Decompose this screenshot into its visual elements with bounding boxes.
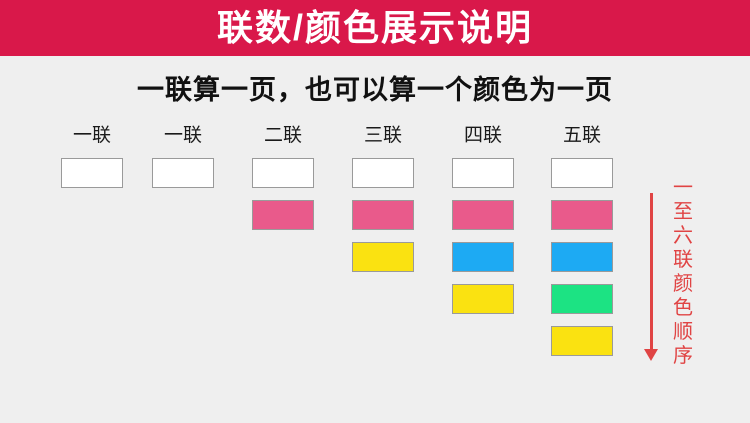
header-banner: 联数/颜色展示说明 [0,0,750,56]
page-title: 联数/颜色展示说明 [216,7,533,48]
swatch-green [551,284,613,314]
color-order-char: 联 [673,249,693,271]
swatch-yellow [551,326,613,356]
swatch-pink [452,200,514,230]
swatch-white [551,158,613,188]
swatch-pink [352,200,414,230]
swatch-white [452,158,514,188]
color-order-char: 色 [673,297,693,319]
column-label: 三联 [363,125,402,146]
down-arrow-line [650,193,653,349]
swatch-white [352,158,414,188]
swatch-pink [551,200,613,230]
column-5: 四联 [452,124,514,326]
swatch-white [152,158,214,188]
swatch-yellow [452,284,514,314]
swatch-white [61,158,123,188]
column-label: 一联 [163,125,202,146]
color-order-char: 至 [673,201,693,223]
swatch-blue [551,242,613,272]
down-arrow-icon [644,349,658,361]
column-2: 一联 [152,124,214,200]
color-order-label: 一至六联颜色顺序 [669,176,697,368]
swatch-yellow [352,242,414,272]
color-order-char: 一 [673,177,693,199]
subtitle-text: 一联算一页，也可以算一个颜色为一页 [137,75,613,105]
color-order-char: 颜 [673,273,693,295]
column-label: 一联 [72,125,111,146]
color-order-char: 六 [673,225,693,247]
column-6: 五联 [551,124,613,368]
column-label: 四联 [463,125,502,146]
column-3: 二联 [252,124,314,242]
column-label: 二联 [263,125,302,146]
column-label: 五联 [562,125,601,146]
swatch-blue [452,242,514,272]
color-order-char: 序 [673,345,693,367]
swatch-white [252,158,314,188]
column-1: 一联 [61,124,123,200]
column-4: 三联 [352,124,414,284]
swatch-pink [252,200,314,230]
color-order-char: 顺 [673,321,693,343]
